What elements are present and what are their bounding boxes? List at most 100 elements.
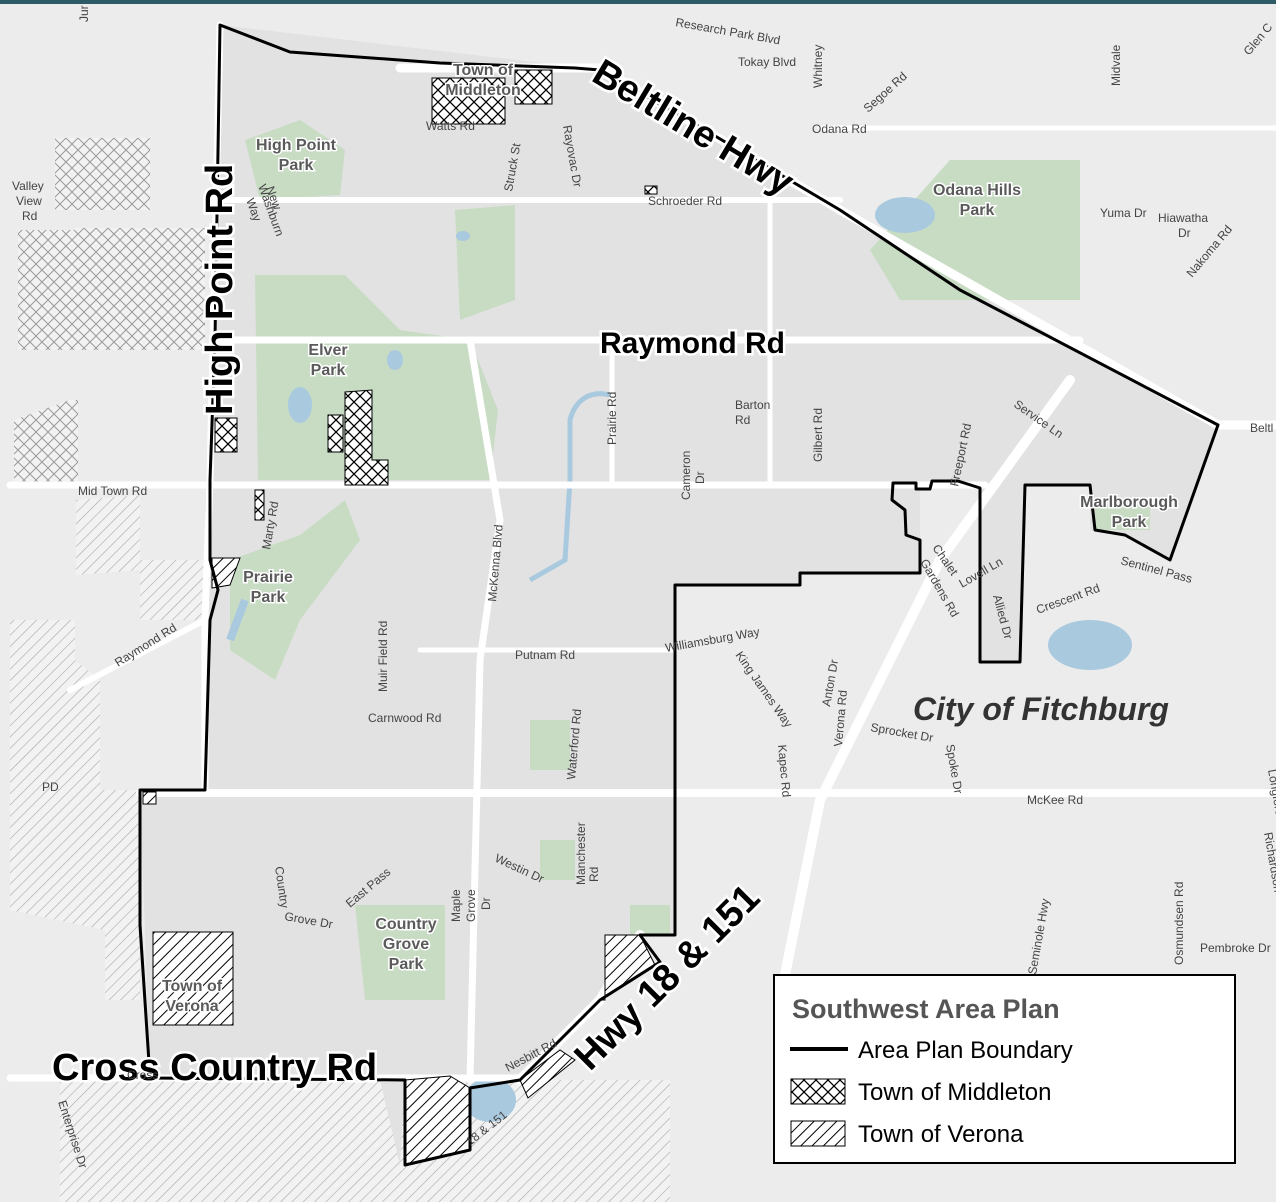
label-roads-verona-rd: Verona Rd [831,690,850,748]
verona-area-west-1 [76,495,140,575]
label-towns-middleton-2: Middleton [445,82,521,99]
green-strip-3 [540,840,575,880]
green-strip-4 [1095,505,1150,530]
pond-elver-1 [288,387,312,423]
elver-park-area [255,275,498,480]
water-layer [226,197,1132,1122]
middleton-parcel-4 [327,414,344,453]
label-roads-carnwood: Carnwood Rd [368,711,441,725]
prairie-park-area [230,500,360,680]
label-roads-whitney: Whitney [811,45,825,88]
creek [528,391,611,583]
verona-parcel-4 [519,1049,576,1099]
label-roads-barton-2: Rd [735,413,750,427]
middleton-parcel-1 [431,77,506,125]
label-roads-osmundsen: Osmundsen Rd [1172,882,1186,965]
label-roads-jur: Jur [77,5,91,22]
label-towns-verona-1: Town of [162,978,223,995]
pond-south [464,1078,516,1122]
green-strip-1 [455,205,515,320]
raymond-west [67,617,208,693]
middleton-parcel-2 [514,69,553,105]
label-roads-country-grove-dr-1: Country [272,865,292,909]
label-roads-pembroke: Pembroke Dr [1200,941,1271,955]
area-plan-boundary [138,23,1220,1167]
middleton-parcel-6 [644,185,658,195]
legend-boundary-label: Area Plan Boundary [858,1037,1073,1064]
label-roads-watts: Watts Rd [426,119,475,133]
label-roads-maple-1: Maple [449,889,463,922]
label-major-labels-raymond: Raymond Rd [600,327,785,360]
verona-road [775,375,1075,1005]
legend-title: Southwest Area Plan [792,994,1060,1024]
pond-elver-2 [387,350,403,370]
label-roads-maple-2: Grove [464,889,478,922]
label-roads-valley-3: Rd [22,209,37,223]
label-parks-elver-2: Park [311,362,346,379]
label-roads-yuma: Yuma Dr [1100,206,1147,220]
verona-area-west-2 [140,560,205,620]
label-major-labels-high-point: High Point Rd [199,164,241,415]
label-parks-odana-2: Park [960,202,995,219]
label-roads-muir-field: Muir Field Rd [376,621,390,692]
label-roads-schroeder: Schroeder Rd [648,194,722,208]
legend-verona-label: Town of Verona [858,1121,1024,1148]
label-parks-country-grove-1: Country [375,916,436,933]
label-roads-cross-small: Cross [127,1068,158,1082]
label-major-labels-cross-country: Cross Country Rd [52,1047,377,1089]
verona-area-south [60,1080,670,1202]
label-roads-pd: PD [42,780,59,794]
pond-odana [875,197,935,233]
top-bar [0,0,1276,4]
label-parks-high-point-2: Park [279,157,314,174]
label-parks-high-point-1: High Point [256,137,337,154]
label-roads-odana: Odana Rd [812,122,867,136]
middleton-area-west-3 [14,400,78,488]
label-roads-manchester-2: Rd [587,867,601,882]
label-major-labels-fitchburg: City of Fitchburg [913,691,1169,727]
label-parks-odana-1: Odana Hills [933,182,1021,199]
middleton-area-west-1 [55,138,150,210]
parks-layer [230,120,1150,1000]
label-roads-cameron-1: Cameron [679,451,693,500]
middleton-parcel-7 [254,489,265,521]
town-of-verona-parcels [142,557,656,1166]
label-parks-prairie-2: Park [251,589,286,606]
pond-crescent [1048,620,1132,670]
label-roads-valley-1: Valley [12,179,44,193]
middleton-area-west-2 [18,228,205,350]
label-roads-beltl: Beltl [1250,421,1273,435]
label-parks-marlborough-2: Park [1112,514,1147,531]
label-roads-hiawatha-1: Hiawatha [1158,211,1208,225]
verona-area-west-3 [10,620,100,820]
town-of-middleton-parcels [214,69,658,521]
outside-town-areas [10,138,670,1202]
label-roads-mckenna: McKenna Blvd [485,524,506,602]
label-towns-verona-2: Verona [165,998,218,1015]
label-roads-putnam: Putnam Rd [515,648,575,662]
middleton-parcel-5 [214,417,238,453]
legend-middleton-swatch [790,1078,846,1105]
label-roads-prairie-rd: Prairie Rd [605,392,619,445]
high-point-area [245,120,345,200]
creek-2 [226,598,249,642]
label-roads-waterford: Waterford Rd [564,708,584,780]
middleton-parcel-3 [344,389,389,486]
label-parks-marlborough-1: Marlborough [1080,494,1178,511]
verona-area-west-4 [10,790,140,1000]
label-roads-hiawatha-2: Dr [1178,226,1191,240]
mckenna-blvd [466,336,504,1084]
legend-middleton-label: Town of Middleton [858,1079,1051,1106]
legend: Southwest Area Plan Area Plan Boundary T… [773,974,1236,1164]
verona-parcel-5 [211,557,241,589]
label-roads-valley-2: View [16,194,42,208]
verona-parcel-6 [142,791,157,805]
plan-area-fill [140,25,1218,1165]
pond-small-1 [456,231,470,241]
label-roads-mid-town: Mid Town Rd [78,484,147,498]
label-parks-prairie-1: Prairie [243,569,293,586]
label-roads-tokay: Tokay Blvd [738,55,796,69]
label-roads-cameron-2: Dr [693,471,707,484]
label-parks-elver-1: Elver [308,342,347,359]
